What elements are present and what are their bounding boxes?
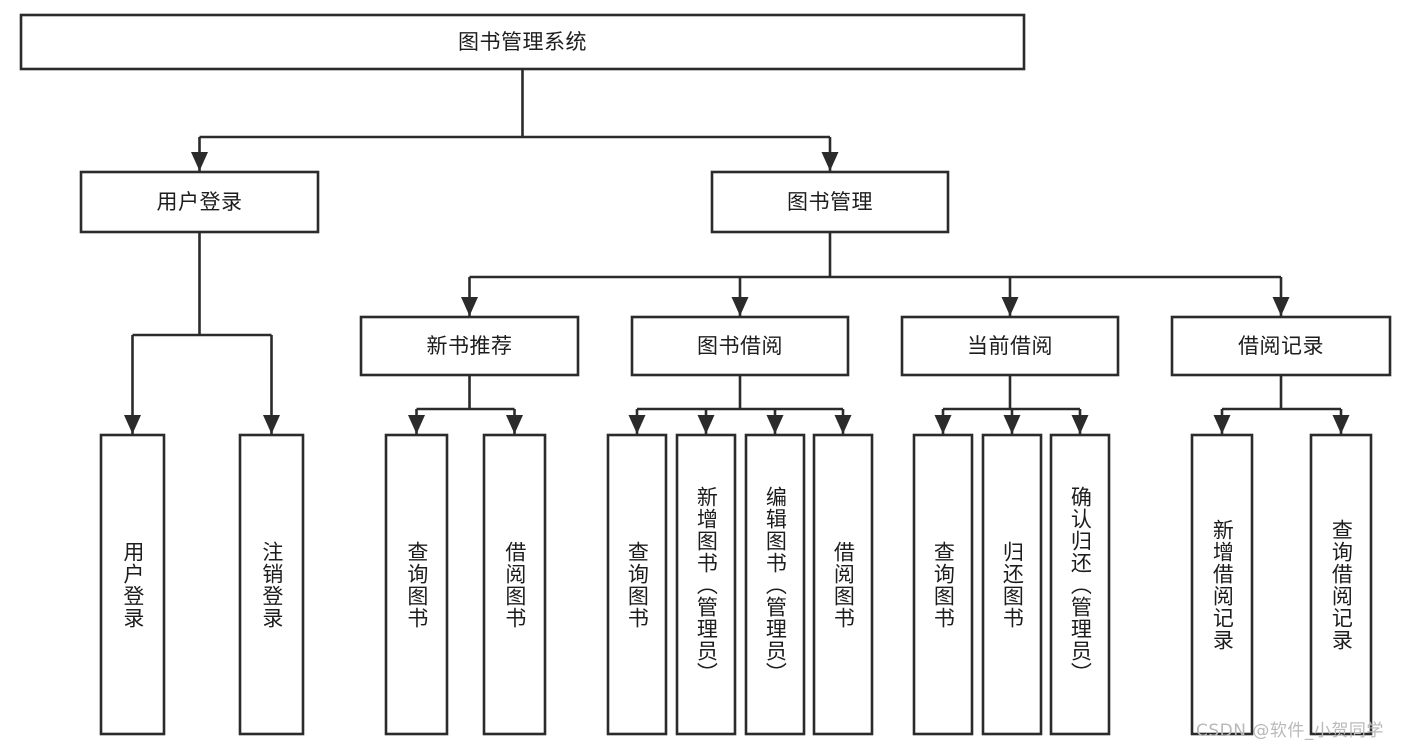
node-book-borrow-box[interactable] (630, 315, 850, 377)
connector-layer (124, 69, 1350, 434)
arrow-current-borrow-0 (934, 415, 952, 434)
node-leaf-return-book-box[interactable] (981, 433, 1043, 736)
node-leaf-borrow-book-1-box[interactable] (482, 433, 547, 736)
arrow-book-borrow-3 (834, 415, 852, 434)
node-user-login-box[interactable] (79, 170, 320, 234)
arrow-current-borrow-2 (1071, 415, 1089, 434)
node-leaf-user-login-box[interactable] (99, 433, 166, 736)
node-leaf-query-book-3-box[interactable] (912, 433, 974, 736)
arrow-user-login-0 (124, 415, 141, 434)
arrow-new-book-recommend-0 (408, 415, 425, 434)
node-new-book-recommend-box[interactable] (359, 315, 580, 377)
node-leaf-confirm-return-box[interactable] (1049, 433, 1111, 736)
node-root-box[interactable] (19, 13, 1026, 71)
arrow-root-1 (821, 152, 839, 171)
arrow-book-manage-2 (1001, 297, 1019, 316)
node-book-manage-box[interactable] (710, 170, 950, 234)
node-current-borrow-box[interactable] (900, 315, 1120, 377)
node-borrow-record-box[interactable] (1170, 315, 1392, 377)
csdn-watermark: CSDN @软件_小贺同学 (1196, 721, 1384, 741)
arrow-current-borrow-1 (1003, 415, 1021, 434)
arrow-user-login-1 (263, 415, 280, 434)
arrow-book-borrow-0 (628, 415, 646, 434)
node-rect-layer (19, 13, 1392, 736)
arrow-book-borrow-2 (766, 415, 784, 434)
node-leaf-edit-book-box[interactable] (744, 433, 806, 736)
arrow-new-book-recommend-1 (506, 415, 523, 434)
node-leaf-query-book-1-box[interactable] (384, 433, 449, 736)
arrow-book-manage-1 (731, 297, 749, 316)
arrow-book-manage-0 (461, 297, 478, 316)
node-leaf-add-record-box[interactable] (1190, 433, 1254, 736)
node-leaf-query-book-2-box[interactable] (606, 433, 668, 736)
arrow-book-manage-3 (1272, 297, 1290, 316)
arrow-borrow-record-1 (1332, 415, 1350, 434)
node-leaf-query-record-box[interactable] (1309, 433, 1373, 736)
node-leaf-logout-box[interactable] (238, 433, 305, 736)
node-leaf-borrow-book-2-box[interactable] (812, 433, 874, 736)
arrow-root-0 (191, 152, 208, 171)
arrow-book-borrow-1 (697, 415, 715, 434)
node-leaf-add-book-box[interactable] (675, 433, 737, 736)
arrow-borrow-record-0 (1213, 415, 1231, 434)
